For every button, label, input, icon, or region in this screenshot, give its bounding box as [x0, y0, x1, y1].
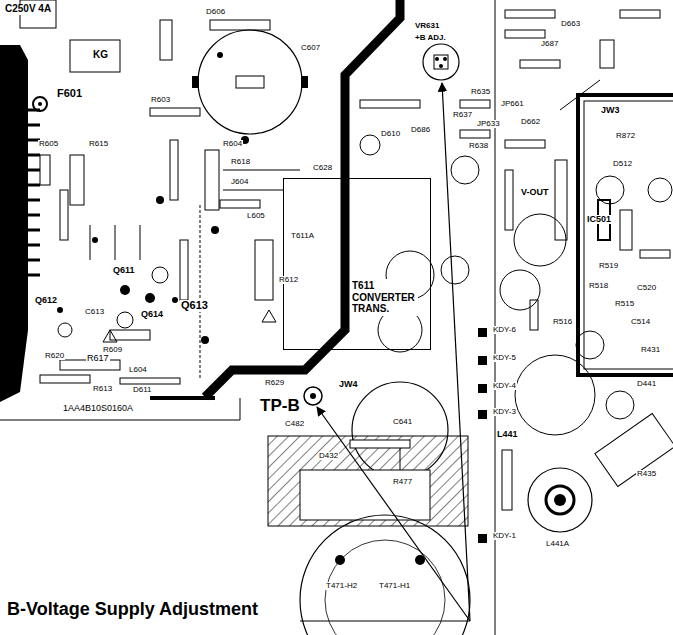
part-label: R617 [86, 354, 110, 363]
part-label: Q612 [34, 296, 58, 305]
part-label: KDY-6 [492, 326, 517, 334]
part-label: Q614 [140, 310, 164, 319]
part-label: D432 [318, 452, 339, 460]
part-label: D686 [410, 126, 431, 134]
part-label: V-OUT [520, 188, 550, 197]
part-label: D662 [520, 118, 541, 126]
part-label: D611 [132, 386, 153, 394]
part-label: R604 [222, 140, 243, 148]
part-label: F601 [56, 88, 83, 100]
part-label: D441 [636, 380, 657, 388]
part-label: R620 [44, 352, 65, 360]
part-label: C613 [84, 308, 105, 316]
component-title: T611 CONVERTER TRANS. [350, 279, 418, 316]
part-label: Q611 [112, 266, 136, 275]
part-label: KDY-1 [492, 532, 517, 540]
part-label: R519 [598, 262, 619, 270]
part-label: JP661 [500, 100, 525, 108]
part-label: R516 [552, 318, 573, 326]
part-label: T471-H2 [325, 582, 358, 590]
part-label: C520 [636, 284, 657, 292]
part-label: JW3 [600, 106, 621, 115]
part-label: D606 [205, 8, 226, 16]
part-label: D512 [612, 160, 633, 168]
part-label: KG [92, 50, 109, 61]
part-label: J604 [230, 178, 249, 186]
part-label: 1AA4B10S0160A [62, 404, 134, 413]
part-label: R872 [615, 132, 636, 140]
part-label: KDY-5 [492, 354, 517, 362]
part-label: L604 [128, 366, 148, 374]
callout-label: B-Voltage Supply Adjustment [6, 600, 259, 619]
part-label: L441A [545, 540, 570, 548]
part-label: R435 [636, 470, 657, 478]
part-label: L441 [496, 430, 519, 439]
part-label: C607 [300, 44, 321, 52]
part-label: R477 [392, 478, 413, 486]
part-label: VR631 [414, 22, 440, 30]
callout-label: TP-B [259, 397, 301, 415]
part-label: R615 [88, 140, 109, 148]
part-label: JW4 [338, 380, 359, 389]
part-label: J687 [540, 40, 559, 48]
part-label: C482 [284, 420, 305, 428]
part-label: R431 [640, 346, 661, 354]
part-label: +B ADJ. [414, 34, 447, 42]
part-label: R605 [38, 140, 59, 148]
part-label: T471-H1 [378, 582, 411, 590]
part-label: C250V 4A [4, 4, 52, 15]
part-label: R629 [264, 379, 285, 387]
part-label: R603 [150, 96, 171, 104]
part-label: C514 [630, 318, 651, 326]
part-label: KDY-3 [492, 408, 517, 416]
part-label: C628 [312, 164, 333, 172]
part-label: R613 [92, 385, 113, 393]
part-label: D663 [560, 20, 581, 28]
part-label: IC501 [586, 215, 612, 224]
part-label: T611A [290, 232, 315, 240]
part-label: R635 [470, 88, 491, 96]
part-label: R515 [614, 300, 635, 308]
part-label: C641 [392, 418, 413, 426]
transformer-outline: T611 CONVERTER TRANS. [283, 178, 431, 350]
part-label: JP633 [476, 120, 501, 128]
part-label: R618 [230, 158, 251, 166]
part-label: D610 [380, 130, 401, 138]
part-label: Q613 [180, 300, 209, 312]
part-label: L605 [246, 212, 266, 220]
part-label: KDY-4 [492, 382, 517, 390]
part-label: R638 [468, 142, 489, 150]
part-label: R637 [452, 111, 473, 119]
part-label: R518 [588, 282, 609, 290]
part-label: R612 [278, 276, 299, 284]
